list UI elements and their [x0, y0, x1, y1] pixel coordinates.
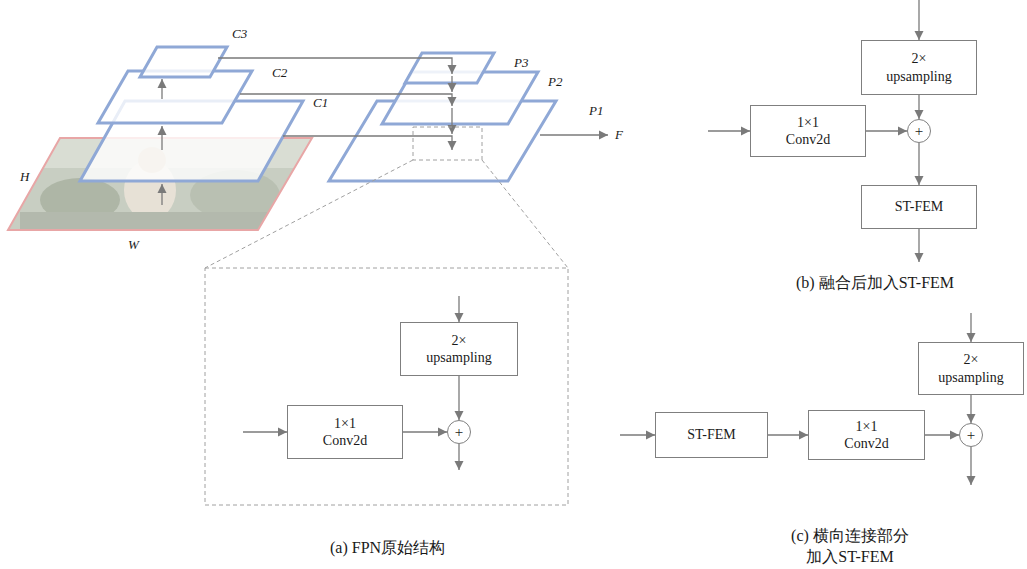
process-box: 2× upsampling [861, 40, 977, 95]
feature-map-label: P3 [514, 56, 528, 70]
flow-arrow [925, 434, 959, 435]
sum-sign: + [915, 124, 923, 139]
box-label: 1×1 Conv2d [782, 114, 834, 149]
process-box: 1×1 Conv2d [750, 105, 866, 157]
feature-map-label: W [128, 238, 139, 252]
box-label: 2× upsampling [931, 351, 1011, 386]
sum-sign: + [455, 425, 463, 440]
box-label: 2× upsampling [879, 50, 959, 85]
box-label: ST-FEM [895, 198, 944, 216]
flow-arrow [970, 395, 971, 423]
box-label: ST-FEM [687, 426, 736, 444]
process-box: 1×1 Conv2d [808, 410, 925, 460]
sum-circle: + [907, 119, 931, 143]
pyramid-plates [329, 53, 556, 181]
feature-map-label: P2 [548, 75, 562, 89]
process-box: 2× upsampling [400, 322, 518, 376]
box-label: 2× upsampling [419, 332, 499, 367]
flow-arrow [866, 130, 907, 131]
process-box: ST-FEM [655, 412, 768, 458]
feature-map-label: H [20, 170, 29, 184]
feature-map-label: C2 [272, 66, 287, 80]
sum-sign: + [967, 428, 975, 443]
backbone-arrows [161, 79, 162, 205]
sum-circle: + [959, 423, 983, 447]
feature-map-label: P1 [589, 104, 603, 118]
lateral-arrows [218, 58, 608, 150]
flow-arrow [403, 431, 447, 432]
subfigure-caption: (c) 横向连接部分 加入ST-FEM [786, 526, 914, 568]
feature-map-label: C3 [232, 27, 247, 41]
feature-map-label: F [615, 128, 623, 142]
process-box: ST-FEM [861, 185, 977, 229]
subfigure-caption: (b) 融合后加入ST-FEM [796, 273, 954, 294]
backbone-plates [80, 47, 303, 181]
process-box: 2× upsampling [918, 342, 1024, 395]
zoom-inset [205, 127, 568, 505]
subfigure-caption: (a) FPN原始结构 [330, 538, 445, 559]
flow-arrow [768, 434, 808, 435]
sum-circle: + [447, 420, 471, 444]
flow-arrow [458, 376, 459, 420]
flow-arrow [918, 95, 919, 119]
box-label: 1×1 Conv2d [319, 415, 371, 450]
flow-arrow [918, 143, 919, 185]
box-label: 1×1 Conv2d [841, 418, 893, 453]
feature-map-label: C1 [313, 96, 328, 110]
process-box: 1×1 Conv2d [287, 405, 403, 459]
